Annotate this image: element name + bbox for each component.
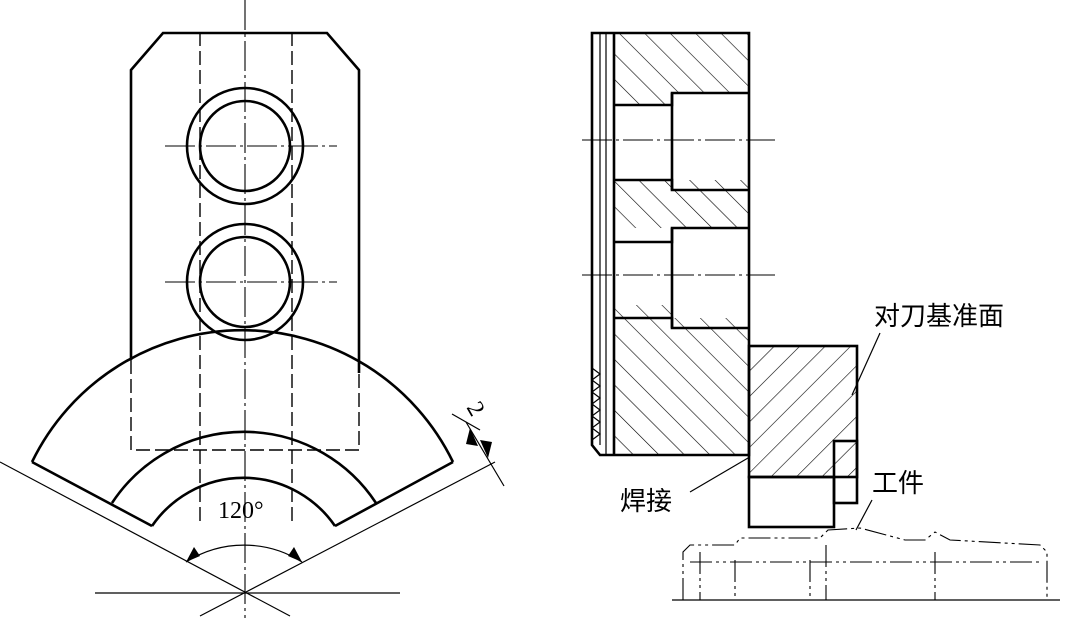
offset-dimension-line bbox=[465, 421, 505, 487]
angle-arrow-right bbox=[288, 547, 302, 562]
workpiece-label: 工件 bbox=[872, 469, 924, 498]
right-view: 对刀基准面 焊接 工件 bbox=[582, 31, 1060, 601]
angle-arrow-left bbox=[186, 547, 200, 562]
body-section-bottom bbox=[614, 318, 749, 455]
serrations bbox=[591, 367, 601, 441]
body-section-bottom-step bbox=[614, 305, 672, 318]
angle-label: 120° bbox=[218, 498, 264, 524]
cutter-insert bbox=[832, 439, 859, 505]
offset-arrow-bottom bbox=[480, 440, 492, 458]
workpiece-outline bbox=[682, 527, 1048, 600]
sector-inner-arc bbox=[150, 476, 337, 527]
sector-left-edge bbox=[31, 460, 153, 528]
sector-right-edge bbox=[334, 460, 454, 528]
offset-label: 2 bbox=[461, 397, 490, 420]
sector-outer-arc bbox=[30, 328, 455, 463]
workpiece-leader bbox=[855, 499, 873, 531]
extension-line-left bbox=[0, 461, 291, 617]
angle-dimension-arc bbox=[185, 544, 303, 563]
block-outline bbox=[129, 31, 361, 373]
main-body-outline bbox=[590, 31, 751, 457]
cutter-block-section bbox=[749, 346, 857, 477]
weld-label: 焊接 bbox=[620, 487, 672, 516]
offset-arrow-top bbox=[466, 428, 478, 446]
body-section-middle bbox=[614, 180, 749, 228]
hidden-body-outline bbox=[130, 360, 360, 451]
reference-face-leader bbox=[851, 332, 881, 396]
sector-middle-arc bbox=[110, 430, 378, 504]
lower-hole-top-edge bbox=[614, 226, 749, 244]
body-section-top-step bbox=[614, 93, 672, 105]
left-view: 120° 2 bbox=[0, 0, 505, 618]
cutter-tip-block bbox=[747, 475, 836, 529]
reference-face-label: 对刀基准面 bbox=[874, 302, 1004, 331]
weld-leader bbox=[689, 457, 749, 493]
body-section-top bbox=[614, 33, 749, 93]
extension-line-right bbox=[199, 461, 496, 617]
